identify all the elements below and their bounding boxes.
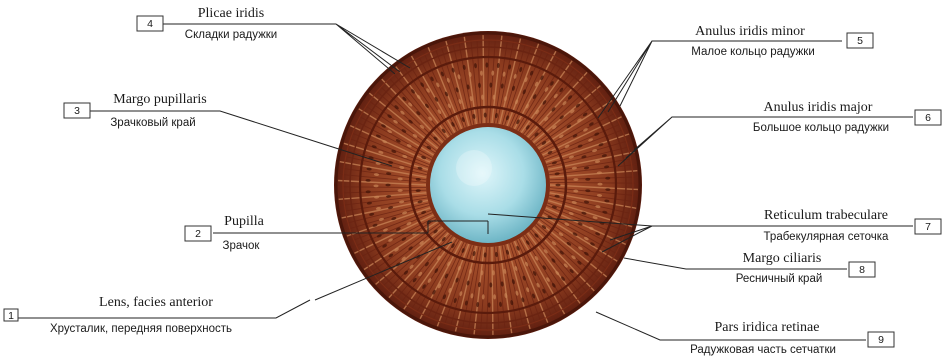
- iris-illustration: [334, 31, 642, 339]
- label-9-number: 9: [878, 334, 884, 346]
- label-5-latin: Anulus iridis minor: [695, 24, 805, 39]
- label-5-russian: Малое кольцо радужки: [691, 46, 815, 58]
- label-8-latin: Margo ciliaris: [743, 251, 822, 266]
- label-7-russian: Трабекулярная сеточка: [764, 231, 890, 243]
- label-6-latin: Anulus iridis major: [764, 100, 873, 115]
- label-7-number: 7: [925, 221, 931, 233]
- label-8-russian: Ресничный край: [736, 273, 823, 285]
- label-3-latin: Margo pupillaris: [113, 92, 206, 107]
- label-4-latin: Plicae iridis: [198, 6, 265, 21]
- label-8-number: 8: [859, 264, 865, 276]
- label-7-latin: Reticulum trabeculare: [764, 208, 888, 223]
- label-4-russian: Складки радужки: [185, 29, 277, 41]
- pupil-highlight: [456, 150, 492, 186]
- label-3-russian: Зрачковый край: [110, 117, 195, 129]
- iris-crypt: [555, 184, 560, 187]
- label-1-latin: Lens, facies anterior: [99, 295, 213, 310]
- label-6-russian: Большое кольцо радужки: [753, 122, 889, 134]
- label-2-number: 2: [195, 228, 201, 240]
- label-2-russian: Зрачок: [223, 240, 261, 252]
- label-1-number: 1: [8, 310, 14, 322]
- label-9-russian: Радужковая часть сетчатки: [690, 344, 836, 356]
- label-1: 1 Lens, facies anterior Хрусталик, перед…: [4, 295, 232, 335]
- label-1-russian: Хрусталик, передняя поверхность: [50, 323, 232, 335]
- label-2-latin: Pupilla: [224, 214, 264, 229]
- label-6-number: 6: [925, 112, 931, 124]
- label-9: 9 Pars iridica retinae Радужковая часть …: [690, 320, 894, 356]
- label-5-number: 5: [857, 35, 863, 47]
- label-3-number: 3: [74, 105, 80, 117]
- label-8: 8 Margo ciliaris Ресничный край: [736, 251, 875, 285]
- iris-crypt: [385, 184, 390, 187]
- label-9-latin: Pars iridica retinae: [715, 320, 820, 335]
- label-4-number: 4: [147, 18, 153, 30]
